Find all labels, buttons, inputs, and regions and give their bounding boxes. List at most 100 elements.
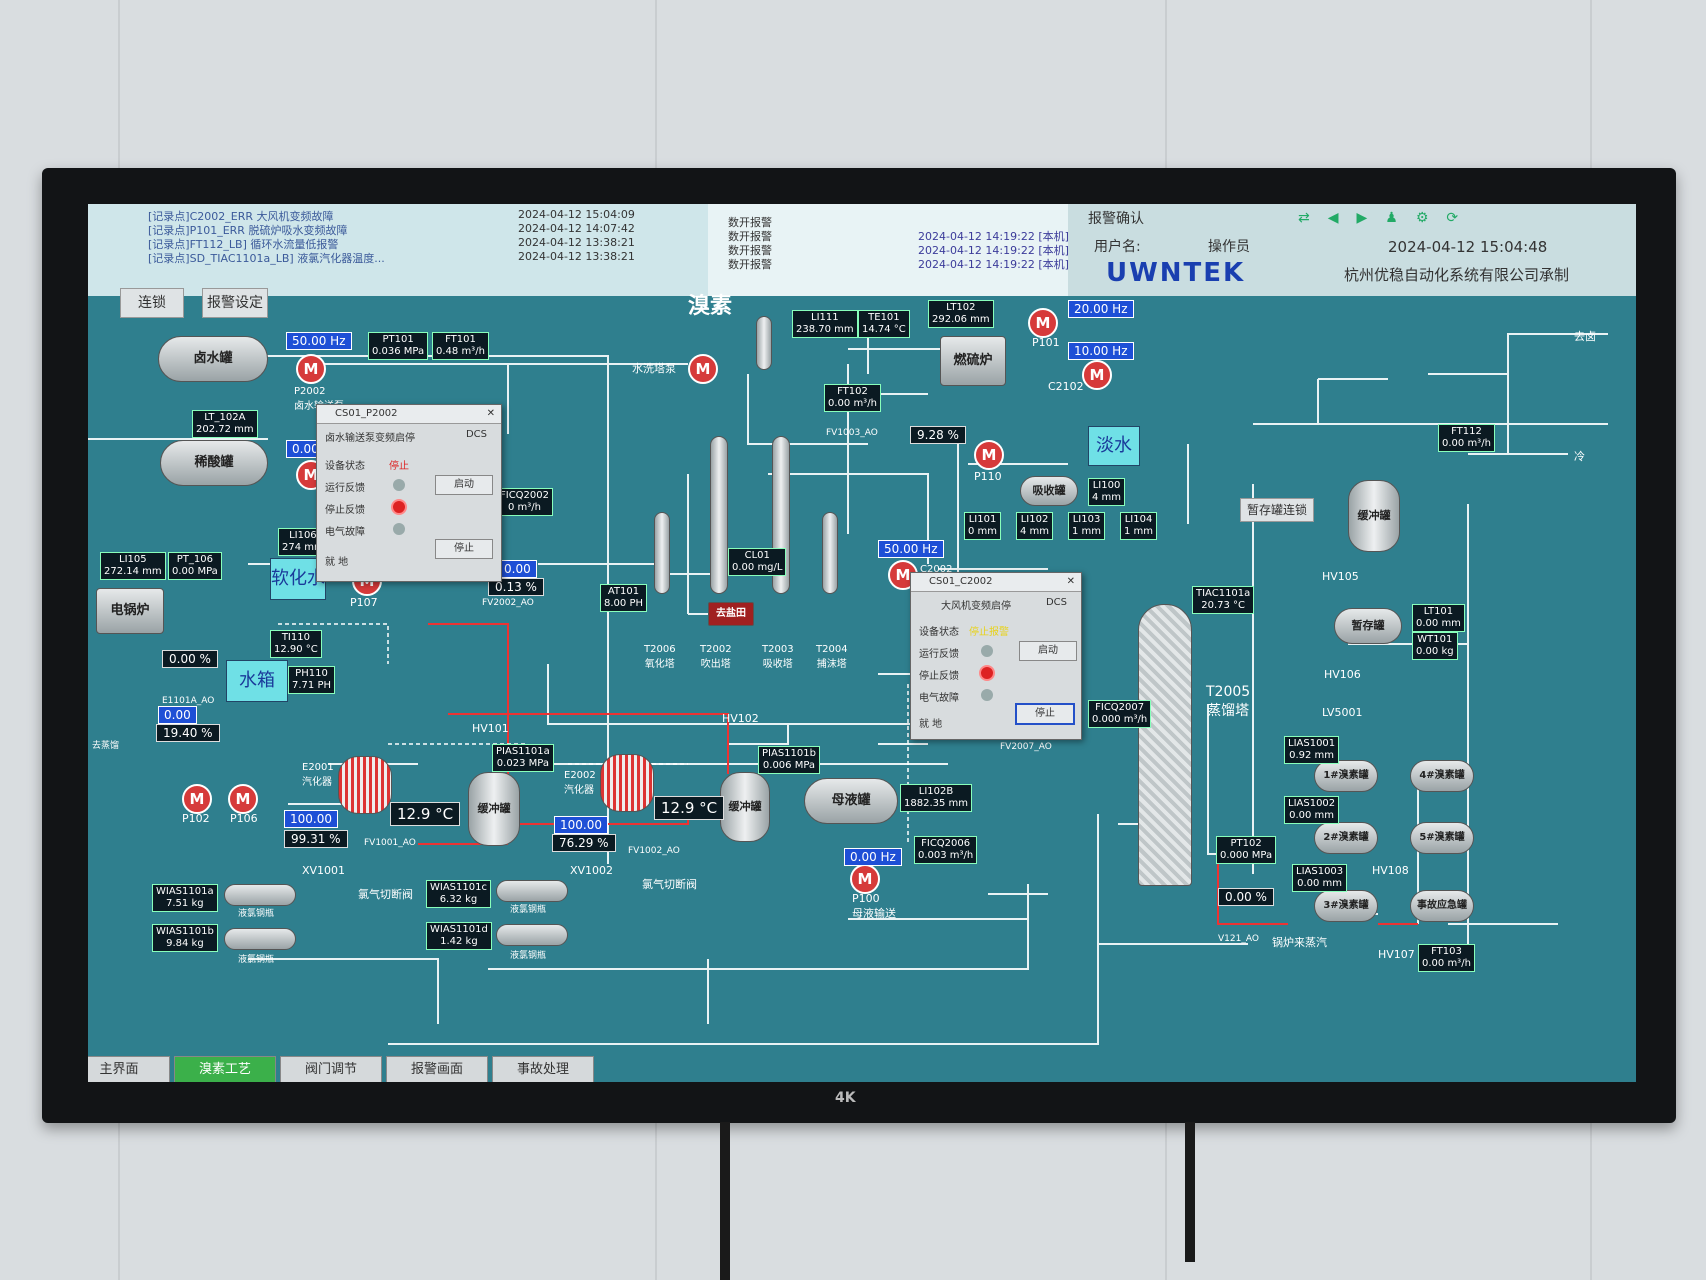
- alarm-setting-button[interactable]: 报警设定: [202, 288, 268, 318]
- mother-liquor-tank[interactable]: 母液罐: [804, 778, 898, 824]
- setpoint-fv1001[interactable]: 100.00: [284, 810, 338, 828]
- motor-p102[interactable]: M: [182, 784, 212, 814]
- tab-emergency[interactable]: 事故处理: [492, 1056, 594, 1082]
- motor-p2002[interactable]: M: [296, 354, 326, 384]
- toolbar-icons[interactable]: ⇄◀▶♟⚙⟳: [1298, 210, 1477, 226]
- heater-e2001[interactable]: [338, 756, 392, 814]
- bromine-tank-4[interactable]: 4#溴素罐: [1410, 760, 1474, 792]
- storage-link-button[interactable]: 暂存罐连锁: [1240, 498, 1314, 522]
- fresh-water-tank[interactable]: 淡水: [1088, 426, 1140, 466]
- buffer-tank-2[interactable]: 缓冲罐: [720, 772, 770, 842]
- motor-water-wash[interactable]: M: [688, 354, 718, 384]
- bromine-tank-5[interactable]: 5#溴素罐: [1410, 822, 1474, 854]
- stop-button[interactable]: 停止: [1015, 703, 1075, 725]
- heater-e2002[interactable]: [600, 754, 654, 812]
- close-icon[interactable]: ✕: [486, 408, 495, 419]
- tower-t2002[interactable]: [710, 436, 728, 594]
- brine-tank[interactable]: 卤水罐: [158, 336, 268, 382]
- motor-p100[interactable]: M: [850, 864, 880, 894]
- liquid-chlorine-cylinder-4[interactable]: [496, 924, 568, 946]
- tab-alarm[interactable]: 报警画面: [386, 1056, 488, 1082]
- pct-fv2002[interactable]: 0.13 %: [488, 578, 544, 596]
- hz-p100[interactable]: 0.00 Hz: [844, 848, 902, 866]
- tab-main[interactable]: 主界面: [88, 1056, 170, 1082]
- tower-t2006[interactable]: [654, 512, 670, 594]
- pump-p2002-control-dialog[interactable]: CS01_P2002✕ 卤水输送泵变频启停 DCS 设备状态 停止 运行反馈 停…: [316, 404, 502, 582]
- water-wash-tower[interactable]: [756, 316, 772, 370]
- emergency-tank[interactable]: 事故应急罐: [1410, 890, 1474, 922]
- setpoint-fv2002[interactable]: 0.00: [498, 560, 537, 578]
- liquid-chlorine-cylinder-2[interactable]: [224, 928, 296, 950]
- pct-fv1002[interactable]: 76.29 %: [552, 834, 616, 852]
- alarm-confirm-button[interactable]: 报警确认: [1088, 211, 1144, 227]
- setpoint-e1101a[interactable]: 0.00: [158, 706, 197, 724]
- tab-valve-control[interactable]: 阀门调节: [280, 1056, 382, 1082]
- motor-c2102[interactable]: M: [1082, 360, 1112, 390]
- pct-fv1001[interactable]: 99.31 %: [284, 830, 348, 848]
- tower-t2004[interactable]: [822, 512, 838, 594]
- temp-e2002[interactable]: 12.9 °C: [654, 796, 725, 820]
- tab-bromine-process[interactable]: 溴素工艺: [174, 1056, 276, 1082]
- absorb-tank[interactable]: 吸收罐: [1020, 476, 1078, 506]
- motor-p101[interactable]: M: [1028, 308, 1058, 338]
- liquid-chlorine-cylinder-1[interactable]: [224, 884, 296, 906]
- stop-button[interactable]: 停止: [435, 539, 493, 559]
- bromine-tank-3[interactable]: 3#溴素罐: [1314, 890, 1378, 922]
- pct-fv1003[interactable]: 9.28 %: [910, 426, 966, 444]
- temp-e2001[interactable]: 12.9 °C: [390, 802, 461, 826]
- pct-v121[interactable]: 0.00 %: [1218, 888, 1274, 906]
- buffer-tank-3[interactable]: 缓冲罐: [1348, 480, 1400, 552]
- alarm-row[interactable]: [记录点]SD_TIAC1101a_LB] 液氯汽化器温度...2024-04-…: [148, 250, 635, 265]
- hz-c2102[interactable]: 10.00 Hz: [1068, 342, 1134, 360]
- bromine-tank-1[interactable]: 1#溴素罐: [1314, 760, 1378, 792]
- sulfur-furnace[interactable]: 燃硫炉: [940, 336, 1006, 386]
- hz-p1xx[interactable]: 0.00: [286, 440, 325, 458]
- pct-e1101a[interactable]: 0.00 %: [162, 650, 218, 668]
- link-button[interactable]: 连锁: [120, 288, 184, 318]
- electric-boiler[interactable]: 电锅炉: [96, 588, 164, 634]
- hz-c2002[interactable]: 50.00 Hz: [878, 540, 944, 558]
- motor-p106[interactable]: M: [228, 784, 258, 814]
- start-button[interactable]: 启动: [1019, 641, 1077, 661]
- start-button[interactable]: 启动: [435, 475, 493, 495]
- fan-c2002-control-dialog[interactable]: CS01_C2002✕ 大风机变频启停 DCS 设备状态 停止报警 运行反馈 停…: [910, 572, 1082, 740]
- bromine-tank-2[interactable]: 2#溴素罐: [1314, 822, 1378, 854]
- storage-tank[interactable]: 暂存罐: [1334, 608, 1402, 644]
- buffer-tank-1[interactable]: 缓冲罐: [468, 772, 520, 846]
